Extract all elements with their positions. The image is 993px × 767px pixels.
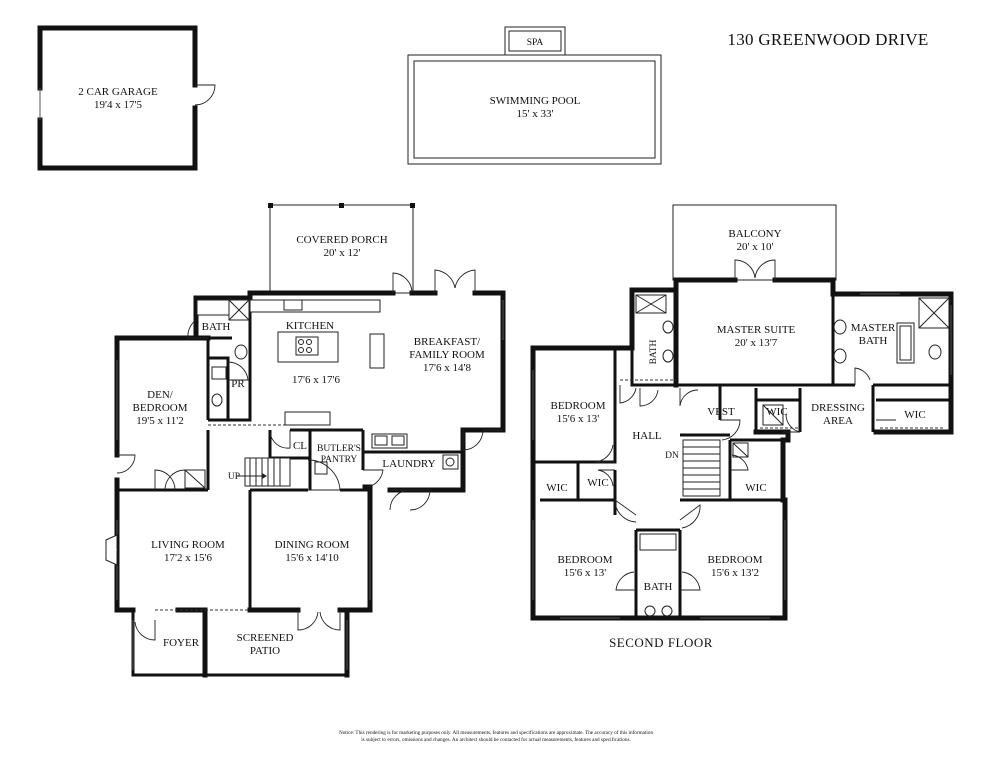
wic-e-name: WIC — [745, 482, 766, 494]
bath-lower-name: BATH — [644, 581, 673, 593]
patio-name-1: SCREENED — [237, 632, 294, 644]
den-dims: 19'5 x 11'2 — [136, 415, 184, 427]
bedroom-se-dims: 15'6 x 13'2 — [711, 567, 759, 579]
spa: SPA — [504, 26, 566, 56]
covered-porch-dims: 20' x 12' — [324, 247, 361, 259]
balcony-name: BALCONY — [728, 228, 781, 240]
master-bath-name-2: BATH — [859, 335, 888, 347]
kitchen-dims: 17'6 x 17'6 — [292, 374, 340, 386]
bedroom-sw-dims: 15'6 x 13' — [564, 567, 606, 579]
spa-name: SPA — [527, 38, 544, 48]
wic-b-name: WIC — [904, 409, 925, 421]
pool-name: SWIMMING POOL — [490, 95, 581, 107]
bedroom-sw-name: BEDROOM — [557, 554, 612, 566]
stairs-second-floor — [682, 439, 721, 497]
wic-c-name: WIC — [546, 482, 567, 494]
up-label: UP — [228, 472, 240, 482]
stairs-first-floor — [237, 457, 291, 487]
bath-first-name: BATH — [202, 321, 231, 333]
dn-label: DN — [665, 451, 679, 461]
master-suite-name: MASTER SUITE — [717, 324, 796, 336]
wic-a-name: WIC — [766, 406, 787, 418]
breakfast-name-1: BREAKFAST/ — [414, 336, 481, 348]
breakfast-dims: 17'6 x 14'8 — [423, 362, 471, 374]
bedroom-nw-dims: 15'6 x 13' — [557, 413, 599, 425]
cl-name: CL — [293, 440, 307, 452]
garage-dims: 19'4 x 17'5 — [94, 99, 142, 111]
dressing-name-1: DRESSING — [811, 402, 865, 414]
butlers-name-2: PANTRY — [321, 455, 358, 465]
second-floor: BALCONY 20' x 10' — [530, 204, 954, 621]
vest-name: VEST — [707, 406, 735, 418]
kitchen-name: KITCHEN — [286, 320, 334, 332]
breakfast-name-2: FAMILY ROOM — [409, 349, 485, 361]
covered-porch-name: COVERED PORCH — [296, 234, 387, 246]
living-name: LIVING ROOM — [151, 539, 225, 551]
swimming-pool: SWIMMING POOL 15' x 33' — [407, 54, 662, 165]
pr-name: PR — [231, 378, 245, 390]
garage: 2 CAR GARAGE 19'4 x 17'5 — [37, 25, 216, 171]
dining-name: DINING ROOM — [275, 539, 350, 551]
butlers-name-1: BUTLER'S — [317, 444, 361, 454]
first-floor: COVERED PORCH 20' x 12' — [105, 203, 506, 678]
garage-name: 2 CAR GARAGE — [78, 86, 158, 98]
balcony-dims: 20' x 10' — [737, 241, 774, 253]
patio-name-2: PATIO — [250, 645, 280, 657]
den-name-1: DEN/ — [147, 389, 174, 401]
master-suite-dims: 20' x 13'7 — [735, 337, 778, 349]
master-bath-name-1: MASTER — [851, 322, 896, 334]
bedroom-nw-name: BEDROOM — [550, 400, 605, 412]
property-title: 130 GREENWOOD DRIVE — [727, 30, 928, 49]
pool-dims: 15' x 33' — [517, 108, 554, 120]
second-floor-label: SECOND FLOOR — [609, 635, 713, 650]
notice-line-2: is subject to errors, omissions and chan… — [361, 736, 631, 743]
living-dims: 17'2 x 15'6 — [164, 552, 212, 564]
laundry-name: LAUNDRY — [382, 458, 435, 470]
wic-d-name: WIC — [587, 477, 608, 489]
dining-dims: 15'6 x 14'10 — [285, 552, 339, 564]
bedroom-se-name: BEDROOM — [707, 554, 762, 566]
notice-line-1: Notice: This rendering is for marketing … — [339, 729, 653, 736]
bath-upper-name: BATH — [649, 339, 659, 364]
den-name-2: BEDROOM — [132, 402, 187, 414]
dressing-name-2: AREA — [823, 415, 853, 427]
foyer-name: FOYER — [163, 637, 200, 649]
hall-name: HALL — [632, 430, 662, 442]
